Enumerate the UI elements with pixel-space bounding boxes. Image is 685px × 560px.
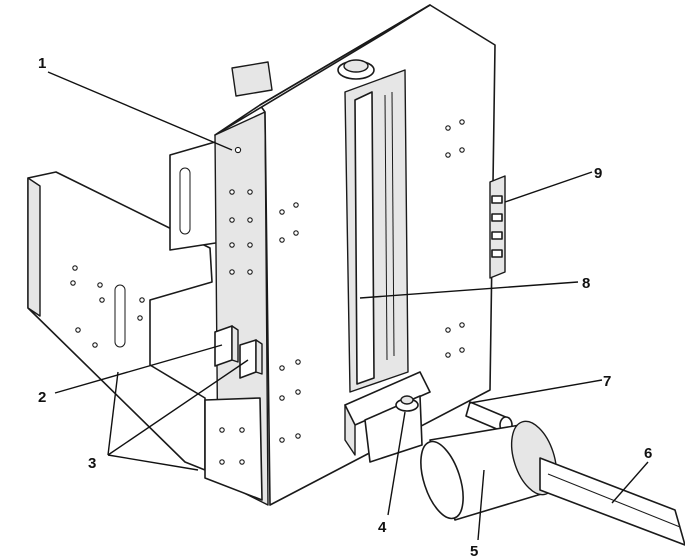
left-mounting-plate [27,171,213,471]
leader-3a [107,359,249,456]
leader-9 [504,171,593,203]
leader-7 [469,379,603,404]
right-connector-block [489,175,506,279]
leader-2 [54,344,223,394]
top-bracket [169,61,273,251]
callout-7: 7 [603,373,611,390]
sensor-blocks [214,325,263,379]
small-screw [234,146,242,154]
callout-9: 9 [594,165,602,182]
bracket-slot [179,167,191,235]
leader-3b [107,454,199,471]
callout-1: 1 [38,55,46,72]
leader-8 [359,281,579,299]
lower-bracket [204,397,263,501]
callout-3: 3 [88,455,96,472]
callout-labels: 1 2 3 4 5 6 7 8 9 [38,55,652,560]
callout-6: 6 [644,445,652,462]
leader-3c [107,371,119,456]
callout-5: 5 [470,543,478,560]
leader-1 [47,71,233,151]
callout-8: 8 [582,275,590,292]
leader-lines [47,71,649,541]
main-carriage-body [214,4,496,506]
leader-5 [477,469,485,541]
leader-4 [387,411,406,516]
leader-6 [611,461,649,504]
left-plate-slot [114,284,126,348]
clamp-assembly [344,371,513,463]
callout-4: 4 [378,519,387,536]
callout-2: 2 [38,389,46,406]
